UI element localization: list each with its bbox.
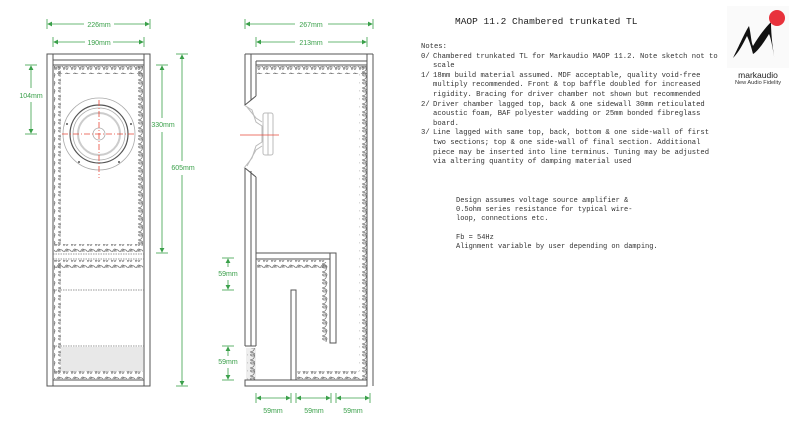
- logo-mark-icon: [727, 6, 789, 68]
- damping-chamber-bottom: [54, 244, 143, 252]
- driver-side: [240, 104, 279, 169]
- svg-text:59mm: 59mm: [218, 359, 238, 366]
- dim-port-height: 59mm: [218, 345, 238, 381]
- logo-name: markaudio: [738, 70, 778, 80]
- note-text: Driver chamber lagged top, back & one si…: [433, 100, 705, 128]
- note-text: 18mm build material assumed. MDF accepta…: [433, 71, 701, 99]
- side-view: 267mm 213mm 59mm 59mm 59mm: [218, 19, 374, 415]
- front-view: 226mm 190mm 104mm 330mm: [19, 19, 195, 387]
- damping-line-left: [54, 260, 61, 375]
- note-number: 2/: [421, 100, 430, 109]
- tuning-frequency: Fb = 54Hz: [456, 233, 494, 242]
- line-damping-top: [257, 260, 327, 268]
- notes-block: Notes: 0/ Chambered trunkated TL for Mar…: [421, 43, 721, 168]
- note-item: 0/ Chambered trunkated TL for Markaudio …: [421, 53, 721, 72]
- svg-text:213mm: 213mm: [299, 40, 323, 47]
- logo-tagline: New Audio Fidelity: [734, 80, 781, 86]
- design-line: 0.5ohm series resistance for typical wir…: [456, 206, 633, 215]
- note-number: 3/: [421, 129, 430, 138]
- page-title: MAOP 11.2 Chambered trunkated TL: [455, 16, 638, 27]
- alignment-note: Alignment variable by user depending on …: [456, 242, 658, 251]
- note-item: 3/ Line lagged with same top, back, bott…: [421, 129, 721, 167]
- design-line: Design assumes voltage source amplifier …: [456, 197, 629, 205]
- side-damping-top: [257, 66, 367, 74]
- dim-inner-depth: 213mm: [255, 37, 368, 47]
- svg-text:59mm: 59mm: [343, 408, 363, 415]
- svg-text:330mm: 330mm: [151, 122, 175, 129]
- driver-front: [62, 97, 136, 178]
- dim-line-upper: 59mm: [218, 257, 238, 291]
- design-notes: Design assumes voltage source amplifier …: [456, 197, 666, 252]
- dim-driver-height: 104mm: [19, 64, 43, 135]
- svg-text:605mm: 605mm: [171, 165, 195, 172]
- note-number: 1/: [421, 71, 430, 80]
- dim-section-1: 59mm: [255, 393, 292, 415]
- notes-heading: Notes:: [421, 43, 447, 51]
- damping-right: [136, 66, 143, 246]
- dim-section-2: 59mm: [295, 393, 332, 415]
- side-damping-rear: [359, 66, 367, 381]
- damping-top: [54, 66, 143, 74]
- port-damping: [247, 348, 255, 380]
- line-damping-bottom: [297, 371, 359, 379]
- design-line: loop, connections etc.: [456, 215, 549, 224]
- svg-text:59mm: 59mm: [218, 271, 238, 278]
- dim-total-height: 605mm: [171, 53, 195, 387]
- dim-inner-width: 190mm: [52, 37, 145, 47]
- svg-text:59mm: 59mm: [304, 408, 324, 415]
- markaudio-logo: markaudio New Audio Fidelity: [723, 4, 795, 89]
- svg-text:267mm: 267mm: [299, 22, 323, 29]
- svg-text:104mm: 104mm: [19, 93, 43, 100]
- dim-chamber-height: 330mm: [151, 64, 175, 254]
- dim-outer-depth: 267mm: [244, 19, 374, 29]
- damping-line-top: [54, 260, 143, 268]
- svg-text:226mm: 226mm: [87, 22, 111, 29]
- note-text: Line lagged with same top, back, bottom …: [433, 129, 710, 167]
- svg-text:190mm: 190mm: [87, 40, 111, 47]
- damping-left: [54, 66, 61, 246]
- note-item: 2/ Driver chamber lagged top, back & one…: [421, 101, 721, 130]
- dim-section-3: 59mm: [335, 393, 371, 415]
- line-damping-divider: [322, 262, 330, 342]
- dim-outer-width: 226mm: [46, 19, 151, 29]
- svg-text:59mm: 59mm: [263, 408, 283, 415]
- note-text: Chambered trunkated TL for Markaudio MAO…: [433, 52, 718, 71]
- note-number: 0/: [421, 52, 430, 61]
- damping-bottom: [54, 371, 143, 379]
- note-item: 1/ 18mm build material assumed. MDF acce…: [421, 72, 721, 101]
